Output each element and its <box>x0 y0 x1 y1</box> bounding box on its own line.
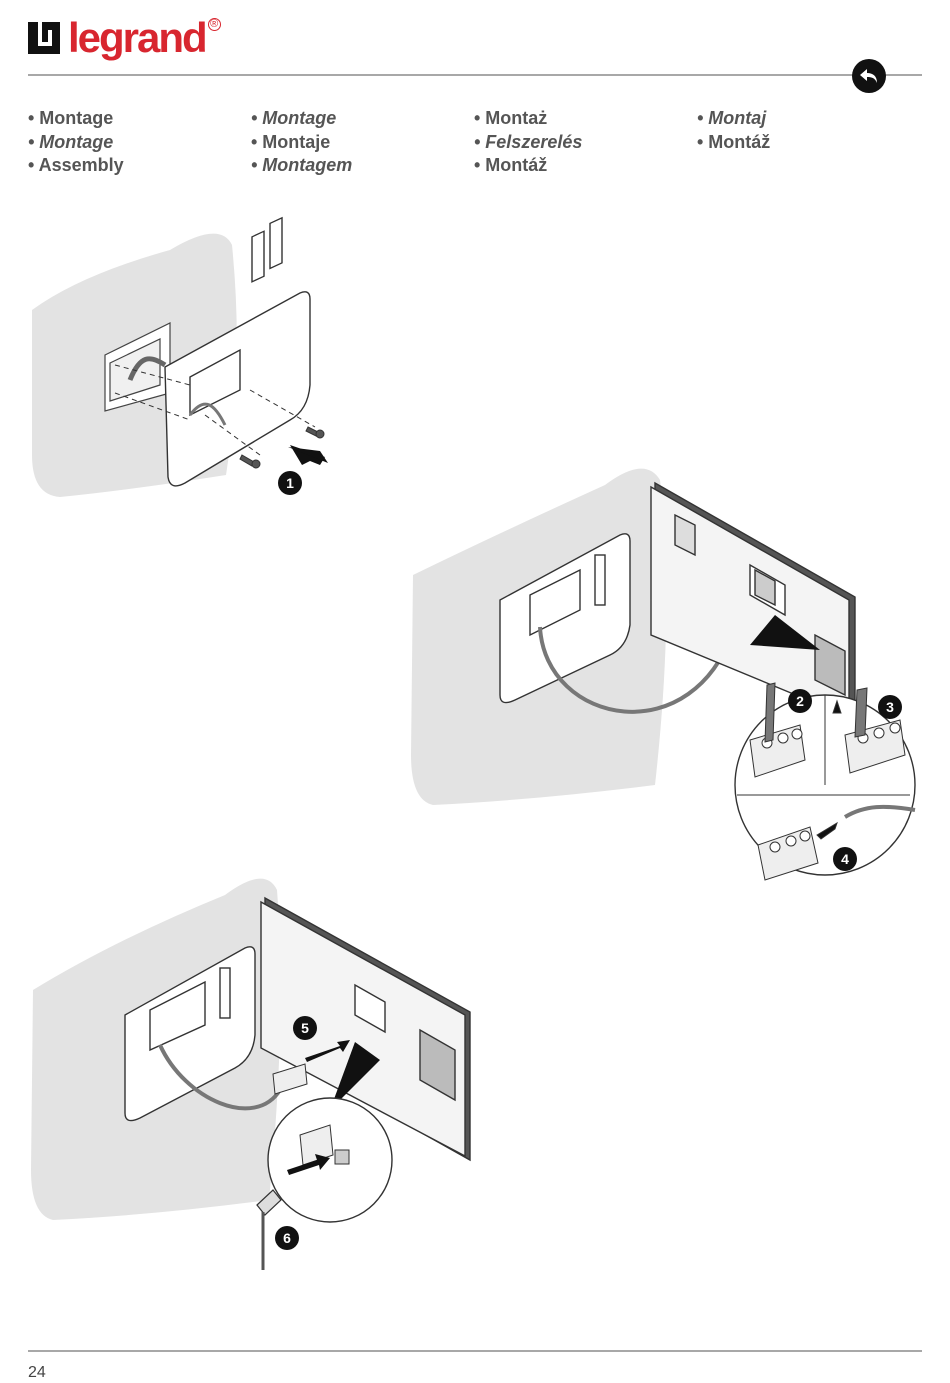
step-badge-3: 3 <box>878 695 902 719</box>
monitor-back <box>650 481 856 719</box>
heading-montagem-pt: • Montagem <box>251 155 353 175</box>
heading-montaz-cz: • Montáž <box>474 155 548 175</box>
cable <box>158 1044 282 1111</box>
heading-assembly-en: • Assembly <box>28 155 124 175</box>
heading-montage-de: • Montage <box>28 131 114 152</box>
step-badge-5: 5 <box>293 1016 317 1040</box>
terminal-block-open <box>749 682 806 778</box>
legrand-mark-icon <box>28 22 60 54</box>
heading-montage-nl: • Montage <box>251 108 337 128</box>
step-badge-1: 1 <box>278 471 302 495</box>
step-number: 2 <box>796 693 804 709</box>
brand-wordmark: legrand <box>68 14 208 61</box>
screw-icon <box>239 426 325 469</box>
footer-divider <box>28 1350 922 1352</box>
registered-mark: ® <box>207 18 221 31</box>
heading-montaz-sk: • Montáž <box>697 131 771 152</box>
legrand-logo: legrand ® <box>28 14 221 66</box>
insert-arrow-icon <box>305 1040 350 1062</box>
cable <box>538 624 737 714</box>
heading-montaz-pl: • Montaż <box>474 108 548 128</box>
illustration-wall-bracket-mounting: 1 <box>32 216 328 498</box>
step-number: 3 <box>886 699 894 715</box>
return-arrow-icon <box>860 69 877 83</box>
heading-montaje-es: • Montaje <box>251 131 331 152</box>
heading-column-4: • Montaj • Montáž <box>697 107 917 154</box>
page-number: 24 <box>28 1364 46 1381</box>
mounting-bracket <box>499 533 631 704</box>
terminal-block-connector <box>757 804 916 881</box>
step-number: 1 <box>286 475 294 491</box>
heading-column-1: • Montage • Montage • Assembly <box>28 107 248 178</box>
step-badge-6: 6 <box>275 1226 299 1250</box>
heading-column-3: • Montaż • Felszerelés • Montáž <box>474 107 694 178</box>
terminal-block-closed <box>832 687 906 774</box>
cable <box>127 356 167 381</box>
step-badge-4: 4 <box>833 847 857 871</box>
terminal-detail-callout <box>734 615 916 881</box>
alignment-guides <box>114 364 316 456</box>
illustration-monitor-wiring: 2 3 4 <box>411 468 916 881</box>
mounting-bracket <box>164 216 311 487</box>
monitor-back <box>260 896 471 1162</box>
insert-arrow-icon <box>287 1154 330 1175</box>
header-divider <box>28 74 922 76</box>
illustration-connector-power: 5 6 <box>31 878 471 1270</box>
heading-montage-fr: • Montage <box>28 108 114 128</box>
mounting-bracket <box>124 946 256 1122</box>
step-number: 6 <box>283 1230 291 1246</box>
power-jack-callout <box>267 1097 393 1223</box>
step-badge-2: 2 <box>788 689 812 713</box>
back-button[interactable] <box>852 59 886 93</box>
heading-column-2: • Montage • Montaje • Montagem <box>251 107 471 178</box>
step-number: 4 <box>841 851 849 867</box>
step-number: 5 <box>301 1020 309 1036</box>
heading-felszereles-hu: • Felszerelés <box>474 131 583 152</box>
heading-montaj-ro: • Montaj <box>697 108 767 128</box>
terminal-plug <box>272 1063 308 1095</box>
power-cable <box>256 1189 282 1270</box>
